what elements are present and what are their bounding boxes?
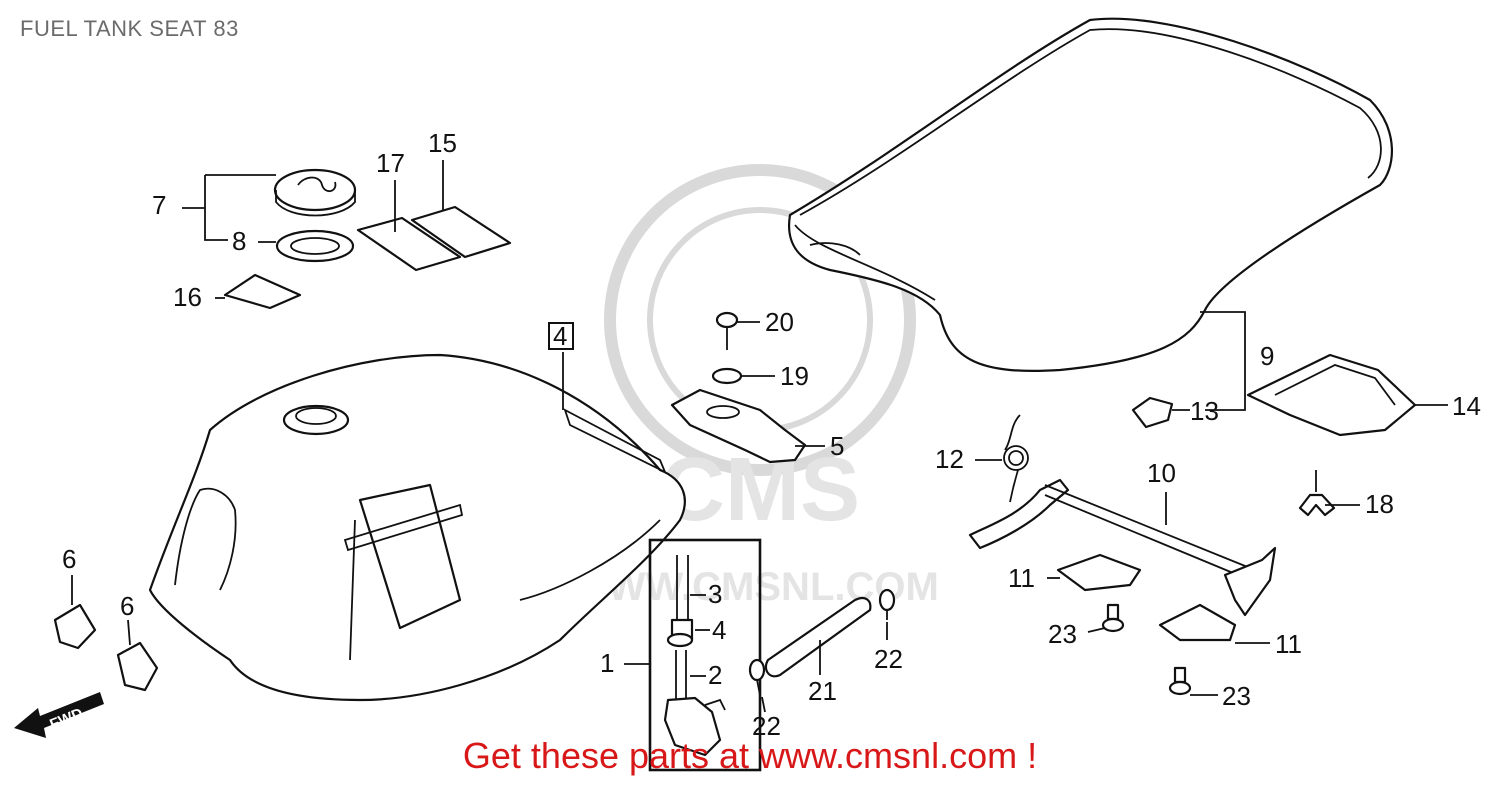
callout-20: 20 [765, 307, 794, 337]
callout-23-upper: 23 [1048, 619, 1077, 649]
cap-gasket [275, 229, 355, 263]
collar [711, 367, 743, 385]
callout-5: 5 [830, 431, 844, 461]
callout-11-lower: 11 [1275, 629, 1302, 659]
callout-4-boxed: 4 [553, 321, 567, 351]
callout-19: 19 [780, 361, 809, 391]
callout-17: 17 [376, 148, 405, 178]
callout-9: 9 [1260, 341, 1274, 371]
fwd-arrow-icon: FWD [14, 692, 104, 738]
fuel-hose [764, 596, 872, 678]
screw-upper [1101, 603, 1125, 633]
fuel-tank [148, 353, 686, 702]
callout-8: 8 [232, 226, 246, 256]
callout-2: 2 [708, 660, 722, 690]
leader-lines [71, 160, 1448, 713]
screw-lower [1168, 666, 1192, 696]
fuel-petcock [648, 538, 762, 772]
torsion-spring [1003, 414, 1029, 503]
callout-6-lower: 6 [120, 591, 134, 621]
tank-cushion-lower [116, 641, 159, 692]
callout-11-upper: 11 [1008, 563, 1035, 593]
lock-bracket-upper [1056, 553, 1142, 592]
callout-14: 14 [1452, 391, 1481, 421]
callout-10: 10 [1147, 458, 1176, 488]
fuel-cap [273, 168, 357, 217]
seat-lock-lever [968, 478, 1277, 617]
footer-link-text[interactable]: Get these parts at www.cmsnl.com ! [462, 735, 1038, 776]
bolt [715, 311, 739, 350]
callout-13: 13 [1190, 396, 1219, 426]
callout-3: 3 [708, 579, 722, 609]
hose-clip-upper [878, 588, 896, 620]
wing-nut [1298, 470, 1336, 517]
callout-22-upper: 22 [874, 644, 903, 674]
callout-4: 4 [712, 615, 726, 645]
fwd-label: FWD [47, 705, 85, 734]
callout-1: 1 [600, 648, 614, 678]
callout-15: 15 [428, 128, 457, 158]
callout-numbers: 7 8 16 17 15 4 20 19 5 9 13 14 12 10 18 … [62, 128, 1481, 741]
callout-12: 12 [935, 444, 964, 474]
cms-watermark: CMS WWW.CMSNL.COM [570, 164, 939, 609]
callout-23-lower: 23 [1222, 681, 1251, 711]
hose-clip-lower [748, 658, 766, 696]
callout-16: 16 [173, 282, 202, 312]
callout-6-upper: 6 [62, 544, 76, 574]
label-stickers [223, 205, 512, 310]
tank-mount-bracket [670, 388, 807, 464]
seat-tray [1246, 353, 1417, 437]
page-title: FUEL TANK SEAT 83 [20, 16, 239, 41]
seat-hook [1131, 396, 1174, 429]
callout-4-box [548, 322, 574, 350]
seat [787, 17, 1394, 372]
tank-cushion-upper [53, 603, 97, 650]
lock-bracket-lower [1158, 603, 1237, 642]
callout-21: 21 [808, 676, 837, 706]
callout-18: 18 [1365, 489, 1394, 519]
callout-22-lower: 22 [752, 711, 781, 741]
callout-7: 7 [152, 190, 166, 220]
